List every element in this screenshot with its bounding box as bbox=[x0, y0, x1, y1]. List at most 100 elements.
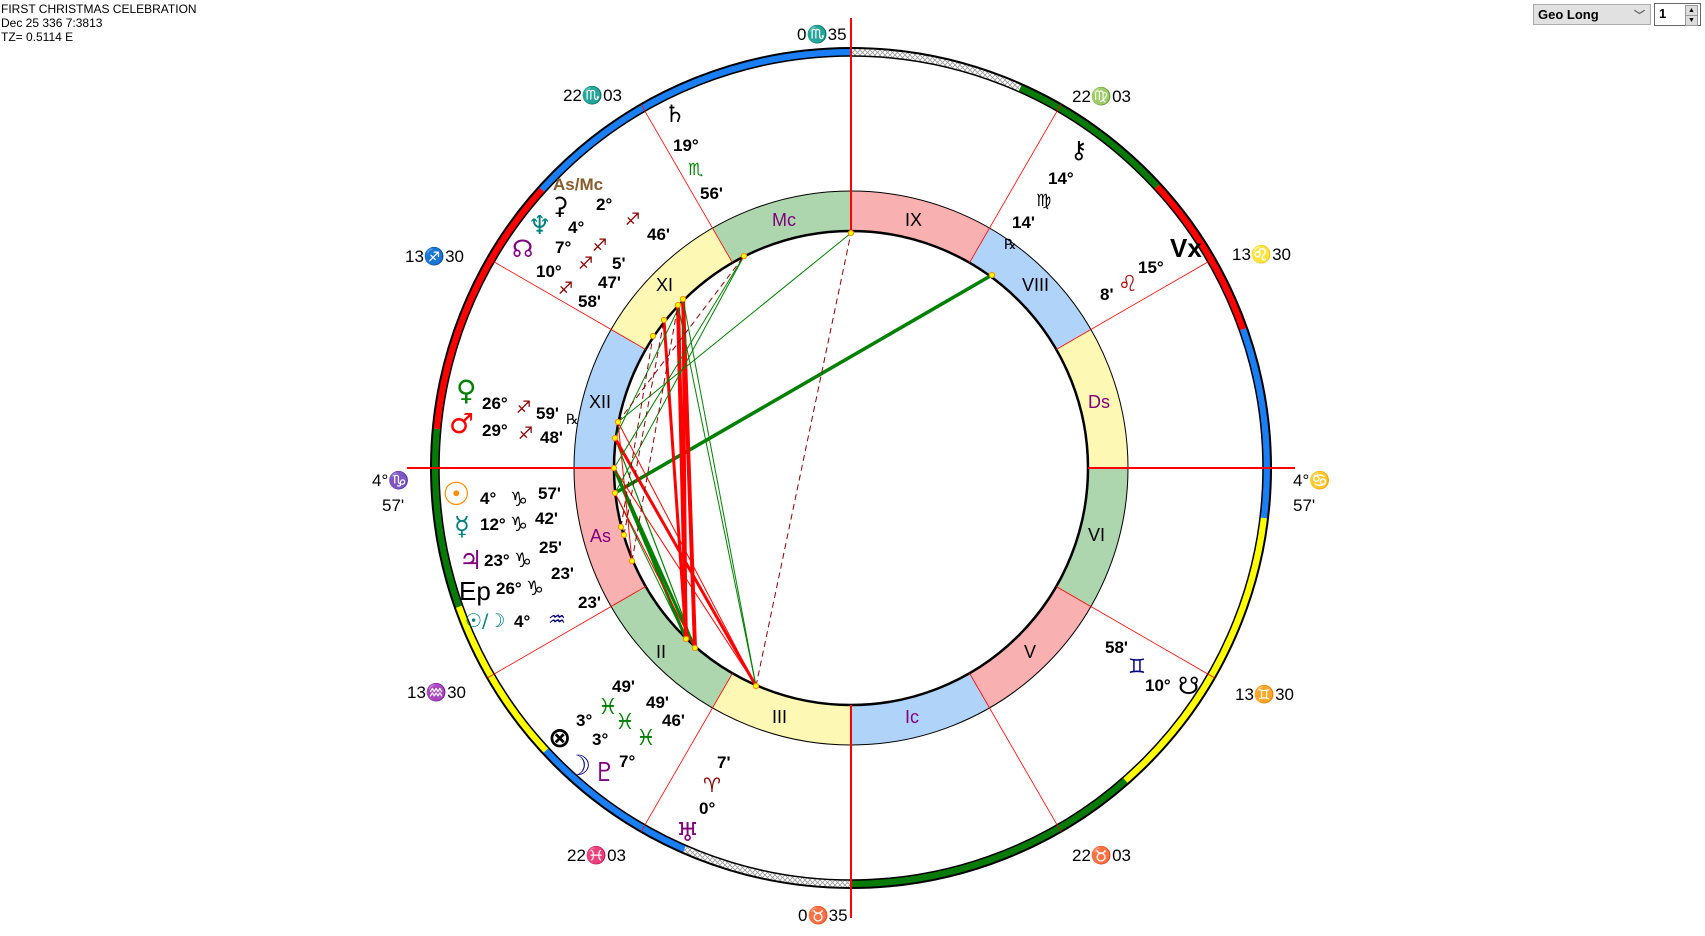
spin-down-icon[interactable]: ▼ bbox=[1685, 15, 1698, 26]
aspect-point bbox=[614, 418, 622, 426]
coordinate-select[interactable]: Geo Long﹀ bbox=[1533, 4, 1651, 25]
cusp9-label: 22♍03 bbox=[1072, 87, 1131, 106]
aspect-point bbox=[691, 644, 699, 652]
house-cusp-line bbox=[640, 673, 733, 832]
node10-degree: 10° bbox=[536, 262, 562, 281]
ep-minutes: 23' bbox=[551, 564, 574, 583]
pluto-icon[interactable]: ♇ bbox=[593, 758, 617, 788]
aspect-point bbox=[611, 489, 619, 497]
cusp2-label: 13♒30 bbox=[407, 683, 466, 702]
mercury-icon[interactable]: ☿ bbox=[454, 512, 470, 542]
aspect-line bbox=[617, 421, 757, 687]
sun-degree: 4° bbox=[480, 489, 497, 508]
aspect-line bbox=[614, 255, 745, 494]
chart-date: Dec 25 336 7:3813 bbox=[1, 16, 103, 30]
vertex-label[interactable]: Vx bbox=[1170, 233, 1202, 263]
aspect-point bbox=[679, 295, 687, 303]
chevron-down-icon: ﹀ bbox=[1634, 10, 1645, 22]
scorpio-icon: ♏ bbox=[688, 160, 704, 180]
venus-icon[interactable]: ♀ bbox=[456, 374, 477, 407]
aspect-line bbox=[620, 335, 654, 528]
moon-degree: 3° bbox=[592, 730, 609, 749]
sun-minutes: 57' bbox=[538, 484, 561, 503]
saturn-icon[interactable]: ♄ bbox=[664, 100, 686, 128]
uranus-icon[interactable]: ♅ bbox=[676, 818, 700, 848]
house-label-5: V bbox=[1024, 642, 1037, 662]
cusp11-label: 22♏03 bbox=[563, 86, 622, 105]
jupiter-icon[interactable]: ♃ bbox=[459, 546, 483, 576]
aspect-line bbox=[755, 232, 852, 687]
neptune-degree: 4° bbox=[568, 218, 585, 237]
aspect-line bbox=[681, 298, 688, 640]
aspect-line bbox=[614, 298, 684, 439]
sun-moon-midpoint-icon[interactable]: ☉/☽ bbox=[465, 610, 506, 632]
chiron-icon[interactable]: ⚷ bbox=[1070, 136, 1088, 164]
sun-icon[interactable]: ☉ bbox=[442, 475, 471, 513]
asmc-midpoint-label[interactable]: As/Mc bbox=[553, 175, 604, 194]
ceres-degree: 2° bbox=[596, 195, 613, 214]
cusp12-label: 13♐30 bbox=[405, 247, 464, 266]
node-degree: 7° bbox=[555, 238, 572, 257]
house-label-12: XII bbox=[589, 392, 612, 412]
virgo-icon: ♍ bbox=[1036, 191, 1052, 211]
south-node-icon[interactable]: ☋ bbox=[1178, 672, 1200, 700]
aspect-line bbox=[677, 304, 757, 687]
house-segment bbox=[712, 191, 851, 263]
house-cusp-line bbox=[487, 257, 646, 350]
aspect-point bbox=[660, 316, 668, 324]
pluto-minutes: 46' bbox=[662, 711, 685, 730]
mars-icon[interactable]: ♂ bbox=[449, 407, 475, 440]
zodiac-segment bbox=[851, 48, 1022, 92]
sunmoon-minutes: 23' bbox=[578, 593, 601, 612]
house-label-2: II bbox=[656, 642, 667, 662]
neptune-icon[interactable]: ♆ bbox=[528, 211, 552, 241]
dsc-cusp-minutes: 57' bbox=[1293, 496, 1316, 515]
aspect-line bbox=[617, 255, 745, 423]
cusp3-label: 22♓03 bbox=[567, 846, 626, 865]
part-of-fortune-icon[interactable]: ⊗ bbox=[548, 721, 572, 754]
aspect-line bbox=[612, 467, 697, 649]
aspect-line bbox=[631, 304, 679, 562]
harmonic-spinner[interactable]: 1 ▲ ▼ bbox=[1654, 3, 1701, 26]
house-label-6: VI bbox=[1088, 525, 1106, 545]
house-label-3: III bbox=[772, 707, 788, 727]
ceres-icon[interactable]: ⚳ bbox=[551, 192, 569, 220]
ep-label[interactable]: Ep bbox=[459, 576, 491, 606]
node-minutes: 47' bbox=[598, 273, 621, 292]
aspect-line bbox=[662, 319, 688, 640]
chart-timezone: TZ= 0.5114 E bbox=[1, 30, 74, 44]
house-segment bbox=[611, 228, 733, 350]
pisces-icon: ♓ bbox=[615, 710, 635, 735]
aspect-line bbox=[613, 467, 757, 687]
dsc-cusp-label: 4°♋ bbox=[1293, 471, 1331, 490]
aspect-point bbox=[617, 523, 625, 531]
aquarius-icon: ♒ bbox=[548, 607, 566, 631]
zodiac-segment bbox=[1122, 517, 1268, 784]
gemini-icon: ♊ bbox=[1128, 654, 1146, 678]
capricorn-icon: ♑ bbox=[526, 576, 544, 600]
aspect-point bbox=[628, 557, 636, 565]
mars-degree: 29° bbox=[482, 421, 508, 440]
saturn-degree: 19° bbox=[673, 136, 699, 155]
house-cusp-line bbox=[640, 104, 733, 263]
south-node-minutes: 58' bbox=[1105, 638, 1128, 657]
house-cusp-line bbox=[969, 104, 1062, 263]
aspect-line bbox=[617, 421, 633, 562]
aspect-point bbox=[610, 464, 618, 472]
cusp8-label: 13♌30 bbox=[1232, 245, 1291, 264]
north-node-icon[interactable]: ☊ bbox=[512, 235, 534, 263]
fortune-minutes: 49' bbox=[612, 677, 635, 696]
pluto-degree: 7° bbox=[619, 752, 636, 771]
cusp-lines bbox=[407, 18, 1295, 918]
sagittarius-icon: ♐ bbox=[518, 424, 534, 444]
moon-icon[interactable]: ☽ bbox=[566, 749, 592, 782]
venus-degree: 26° bbox=[482, 394, 508, 413]
mercury-minutes: 42' bbox=[535, 509, 558, 528]
house-label-9: IX bbox=[905, 210, 923, 230]
asmc-minutes: 46' bbox=[647, 225, 670, 244]
house-segment bbox=[1056, 329, 1128, 468]
house-label-1: As bbox=[590, 526, 612, 546]
house-segment bbox=[969, 586, 1091, 708]
zodiac-segment bbox=[1018, 84, 1161, 190]
capricorn-icon: ♑ bbox=[510, 487, 528, 511]
